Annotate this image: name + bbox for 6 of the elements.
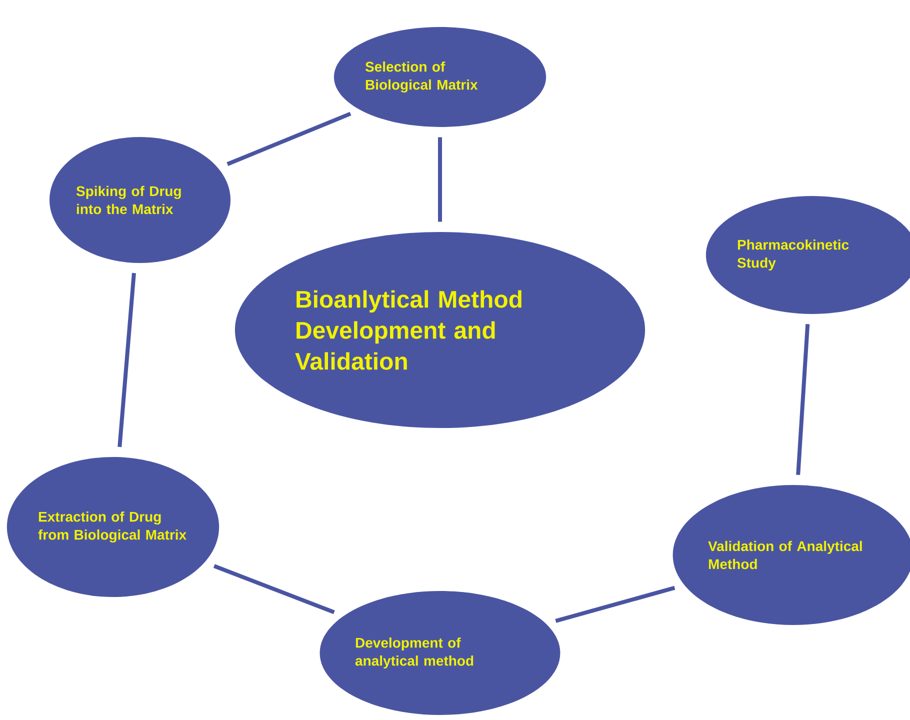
connector-line bbox=[555, 586, 676, 623]
connector-line bbox=[438, 137, 442, 222]
connector-line bbox=[213, 564, 335, 614]
connector-line bbox=[796, 324, 810, 475]
connector-line bbox=[118, 272, 136, 448]
connector-line bbox=[226, 112, 352, 166]
